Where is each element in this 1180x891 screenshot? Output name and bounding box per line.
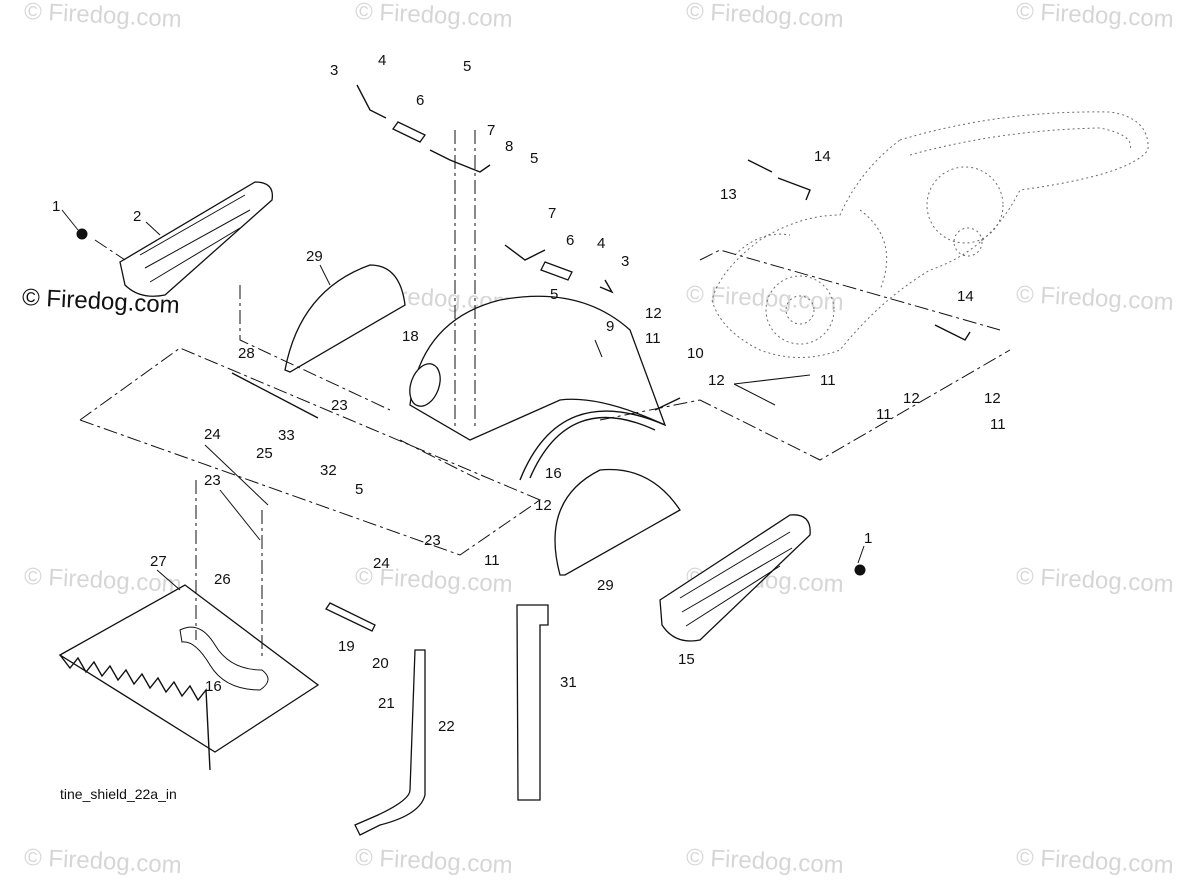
callout-6: 6 (416, 92, 425, 109)
leader-lines (61, 209, 865, 591)
bracket-14-top (777, 177, 811, 201)
bolt-13 (747, 159, 773, 173)
callout-23: 23 (204, 472, 221, 489)
callout-29: 29 (597, 577, 614, 594)
callout-18: 18 (402, 328, 419, 345)
callout-23: 23 (424, 532, 441, 549)
callout-32: 32 (320, 462, 337, 479)
callout-5: 5 (463, 58, 472, 75)
callout-24: 24 (204, 426, 221, 443)
callout-8: 8 (505, 138, 514, 155)
callout-12: 12 (984, 390, 1001, 407)
callout-12: 12 (708, 372, 725, 389)
callout-7: 7 (548, 205, 557, 222)
tine-shield (409, 295, 667, 481)
bracket-7-top (429, 149, 491, 173)
callout-1: 1 (864, 530, 873, 547)
nut-1-right (854, 564, 866, 576)
bracket-14-right (934, 324, 971, 341)
callout-2: 2 (133, 208, 142, 225)
drawing-caption: tine_shield_22a_in (60, 786, 177, 802)
callout-15: 15 (678, 651, 695, 668)
callout-3: 3 (330, 62, 339, 79)
callout-14: 14 (814, 148, 831, 165)
side-plate-right (554, 468, 681, 576)
callout-11: 11 (645, 330, 661, 347)
rod-3-mid (599, 279, 614, 294)
callout-29: 29 (306, 248, 323, 265)
callout-4: 4 (378, 52, 387, 69)
callout-4: 4 (597, 235, 606, 252)
callout-13: 13 (720, 186, 737, 203)
side-plate-left (284, 264, 406, 373)
callout-5: 5 (550, 286, 559, 303)
transmission-housing (711, 111, 1149, 358)
callout-24: 24 (373, 555, 390, 572)
callout-20: 20 (372, 655, 389, 672)
spring-6-top (392, 121, 426, 143)
callout-3: 3 (621, 253, 630, 270)
rod-28 (231, 372, 319, 419)
side-guard-right (659, 514, 811, 642)
callout-12: 12 (903, 390, 920, 407)
callout-5: 5 (530, 150, 539, 167)
pin-19 (325, 602, 376, 632)
callout-31: 31 (560, 674, 577, 691)
callout-12: 12 (645, 305, 662, 322)
callout-1: 1 (52, 198, 61, 215)
callout-14: 14 (957, 288, 974, 305)
nut-1-left (76, 228, 88, 240)
callout-6: 6 (566, 232, 575, 249)
callout-26: 26 (214, 571, 231, 588)
callout-21: 21 (378, 695, 395, 712)
callout-23: 23 (331, 397, 348, 414)
rod-3-top (356, 84, 387, 119)
callout-5: 5 (355, 481, 364, 498)
callout-19: 19 (338, 638, 355, 655)
callout-28: 28 (238, 345, 255, 362)
callout-33: 33 (278, 427, 295, 444)
callout-25: 25 (256, 445, 273, 462)
callout-22: 22 (438, 718, 455, 735)
flap-assembly (58, 584, 320, 771)
assembly-lines (78, 130, 1011, 660)
callout-7: 7 (487, 122, 496, 139)
side-guard-left (119, 181, 274, 297)
callout-11: 11 (484, 552, 500, 569)
callout-11: 11 (876, 406, 892, 423)
spring-6-mid (540, 261, 573, 281)
callout-12: 12 (535, 497, 552, 514)
callout-16: 16 (205, 678, 222, 695)
callout-11: 11 (990, 416, 1006, 433)
callout-10: 10 (687, 345, 704, 362)
bracket-31 (516, 604, 549, 801)
callout-27: 27 (150, 553, 167, 570)
bracket-7-mid (504, 244, 546, 261)
callout-11: 11 (820, 372, 836, 389)
depth-bar (354, 649, 426, 836)
callout-9: 9 (606, 318, 615, 335)
callout-16: 16 (545, 465, 562, 482)
